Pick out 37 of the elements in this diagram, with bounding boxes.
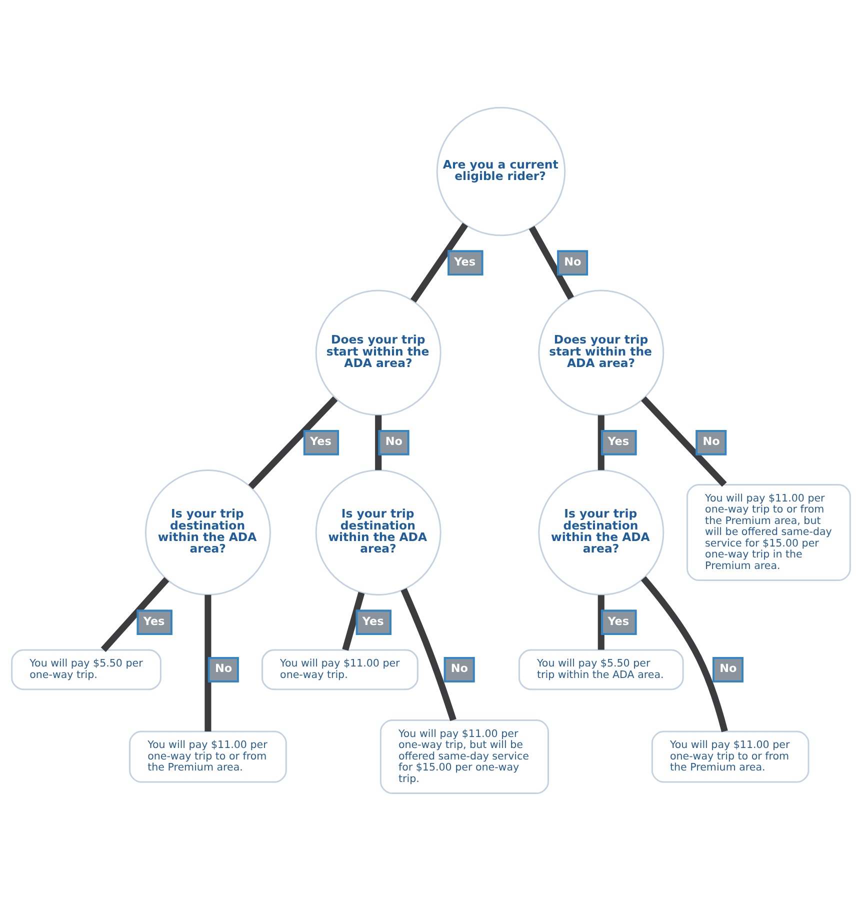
node-box: You will pay $11.00 per one-way trip to or from the Premium area. <box>129 730 287 782</box>
node-circle: Does your trip start within the ADA area? <box>538 289 664 416</box>
node-box: You will pay $5.50 per trip within the ADA area. <box>518 648 684 690</box>
node-circle: Are you a current eligible rider? <box>436 106 566 236</box>
node-box: You will pay $11.00 per one-way trip. <box>262 648 418 690</box>
edge-label: Yes <box>362 614 384 628</box>
connector <box>640 576 728 732</box>
edge-label: Yes <box>608 614 630 628</box>
connector <box>598 594 604 650</box>
edge-label: Yes <box>454 254 476 268</box>
node-box: You will pay $11.00 per one-way trip to or from the Premium area. <box>651 730 810 782</box>
connector <box>100 576 170 652</box>
connector <box>400 588 456 721</box>
edge-label: No <box>564 254 582 268</box>
connector <box>598 414 604 470</box>
edge-label: Yes <box>310 434 332 448</box>
connector <box>204 594 212 731</box>
connector <box>410 222 468 302</box>
connector <box>375 414 382 470</box>
node-box: You will pay $11.00 per one-way trip, but will be offered same-day service for $15.00 per one-way trip. <box>380 718 549 794</box>
edge-label: Yes <box>143 614 165 628</box>
connector <box>248 396 338 489</box>
node-box: You will pay $5.50 per one-way trip. <box>11 648 162 690</box>
connector <box>342 591 365 650</box>
edge-label: No <box>450 662 468 675</box>
connector <box>528 225 574 300</box>
node-circle: Is your trip destination within the ADA area? <box>144 469 271 596</box>
node-circle: Is your trip destination within the ADA area? <box>315 469 442 596</box>
node-circle: Is your trip destination within the ADA area? <box>538 469 664 596</box>
edge-label: Yes <box>608 434 630 448</box>
connector <box>641 396 727 486</box>
edge-label: No <box>385 434 402 448</box>
node-box: You will pay $11.00 per one-way trip to or from the Premium area, but will be offered same-day service for $15.00 per one-way trip in the Premium area. <box>686 484 851 581</box>
edge-label: No <box>702 434 720 448</box>
edge-label: No <box>214 662 232 675</box>
edge-label: No <box>720 662 737 675</box>
node-circle: Does your trip start within the ADA area? <box>315 289 442 416</box>
